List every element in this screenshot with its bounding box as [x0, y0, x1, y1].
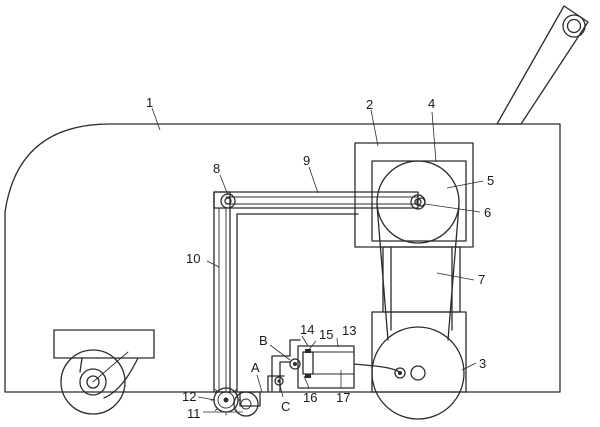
label-5: 5	[487, 173, 494, 188]
label-1: 1	[146, 95, 153, 110]
label-8: 8	[213, 161, 220, 176]
motor-housing	[354, 142, 474, 248]
drive-bar	[213, 191, 419, 209]
label-17: 17	[336, 390, 350, 405]
wheel-11	[233, 391, 261, 417]
label-C: C	[281, 399, 290, 414]
label-12: 12	[182, 389, 196, 404]
vertical-rod	[213, 191, 231, 393]
label-10: 10	[186, 251, 200, 266]
label-2: 2	[366, 97, 373, 112]
label-B: B	[259, 333, 268, 348]
pivot-8	[220, 193, 236, 209]
caster-wheel	[53, 329, 155, 415]
pivot-6	[416, 197, 426, 207]
label-3: 3	[479, 356, 486, 371]
label-13: 13	[342, 323, 356, 338]
label-14: 14	[300, 322, 314, 337]
label-4: 4	[428, 96, 435, 111]
inner-frame	[236, 213, 359, 393]
control-assembly	[267, 339, 406, 393]
label-11: 11	[187, 406, 201, 421]
machine-body	[4, 123, 561, 393]
label-A: A	[251, 360, 260, 375]
label-7: 7	[478, 272, 485, 287]
label-15: 15	[319, 327, 333, 342]
callout-labels: 1 2 3 4 5 6 7 8 9 10 11 12 13 14 15 16 1…	[146, 95, 494, 421]
label-6: 6	[484, 205, 491, 220]
leader-lines	[151, 107, 484, 413]
belt-column	[376, 204, 461, 341]
label-9: 9	[303, 153, 310, 168]
label-16: 16	[303, 390, 317, 405]
push-handle	[496, 5, 589, 125]
lower-housing	[371, 311, 467, 420]
